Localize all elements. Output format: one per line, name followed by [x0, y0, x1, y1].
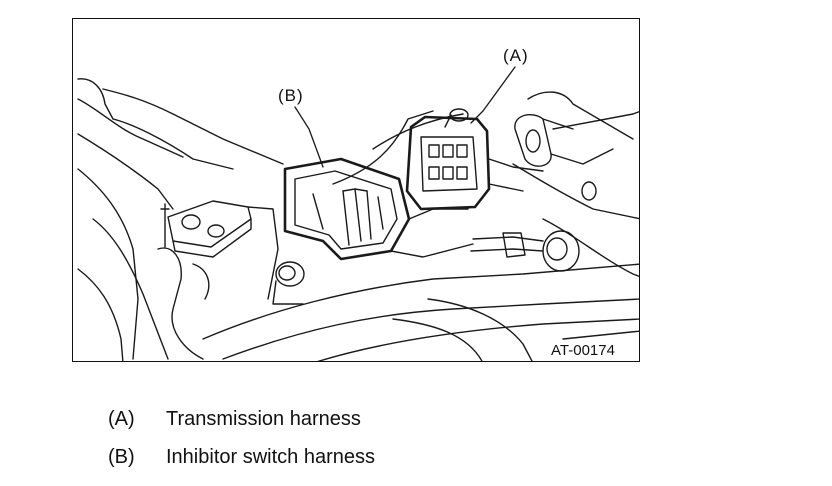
inhibitor-switch-connector [283, 157, 474, 261]
mounting-bracket [160, 200, 279, 300]
connector-diagram: (A) (B) AT-00174 [77, 46, 639, 361]
legend-item: (A) Transmission harness [108, 400, 708, 438]
legend-item: (B) Inhibitor switch harness [108, 438, 708, 476]
legend-text: Inhibitor switch harness [166, 445, 375, 468]
legend: (A) Transmission harness (B) Inhibitor s… [108, 400, 708, 476]
legend-key: (A) [108, 407, 135, 430]
transmission-connector [405, 108, 544, 211]
callout-b-leader [294, 106, 324, 168]
callout-a-leader [470, 66, 516, 124]
diagram-frame: (A) (B) AT-00174 [72, 18, 640, 362]
callout-b-label: (B) [278, 86, 304, 105]
legend-text: Transmission harness [166, 407, 361, 430]
legend-key: (B) [108, 445, 135, 468]
side-bracket [514, 113, 614, 201]
bolt-head [272, 261, 305, 305]
ground-terminal [470, 230, 580, 272]
transmission-case-outline [77, 78, 639, 361]
figure-code: AT-00174 [551, 342, 615, 359]
callout-a-label: (A) [503, 46, 529, 65]
